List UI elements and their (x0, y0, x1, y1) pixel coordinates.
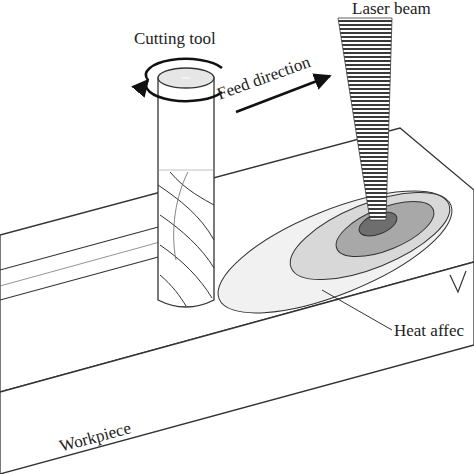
callout-label: Heat affec (394, 322, 464, 341)
tool-shank-line (158, 170, 214, 171)
callout-label: Cutting tool (134, 30, 216, 49)
tool-flute (160, 275, 186, 306)
tool-flute (170, 172, 214, 205)
tool-flute (160, 215, 214, 268)
tool-center (182, 78, 190, 79)
callout-label: Feed direction (215, 53, 313, 104)
slot-edge (0, 256, 162, 300)
slot-floor (0, 242, 160, 286)
callout-label: Laser beam (352, 0, 431, 19)
tool-body (158, 78, 214, 307)
v-notch (450, 271, 466, 292)
rotation-arrow (146, 80, 222, 101)
tool-top (158, 68, 214, 88)
tool-flute (174, 172, 188, 260)
tool-flute (158, 185, 214, 240)
leader-line (322, 290, 392, 330)
heat-zone (203, 166, 466, 338)
rotation-arrow (146, 59, 222, 80)
tool-flute (160, 245, 212, 298)
laser-beam (338, 18, 392, 220)
